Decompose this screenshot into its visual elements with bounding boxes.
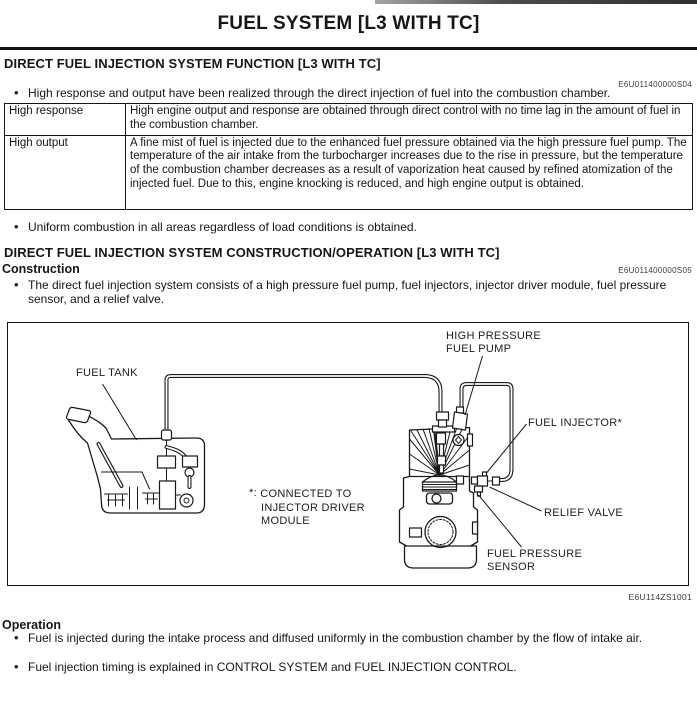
fuel-tank-drawing [65, 406, 206, 514]
operation-subheading: Operation [2, 618, 62, 632]
function-table: High response High engine output and res… [4, 103, 693, 210]
fuel-line-pressure [459, 382, 514, 482]
bullet-icon: • [14, 277, 19, 292]
page-title: FUEL SYSTEM [L3 WITH TC] [217, 13, 480, 34]
block-window [425, 492, 454, 505]
fuel-level-left [104, 493, 128, 507]
scan-artifact-bar [375, 0, 697, 4]
relief-valve-leader [489, 486, 542, 512]
table-cell-description: High engine output and response are obta… [125, 103, 693, 136]
table-row: High response High engine output and res… [4, 103, 693, 136]
leader-lines [102, 355, 542, 548]
fuel-tank-label: FUEL TANK [76, 367, 138, 379]
engine-drawing [398, 406, 501, 569]
function-section-code: E6U011400000S04 [618, 80, 692, 89]
table-cell-term: High response [4, 103, 126, 136]
fuel-level-right [142, 492, 161, 505]
in-tank-unit-left [156, 455, 177, 469]
high-pressure-pump-drawing [451, 406, 469, 447]
relief-valve-drawing [476, 475, 489, 487]
fuel-pressure-sensor-leader [478, 494, 522, 548]
hp-pump-leader [464, 355, 483, 416]
bullet-icon: • [14, 659, 19, 674]
table-cell-description: A fine mist of fuel is injected due to t… [125, 134, 693, 210]
construction-section-heading: DIRECT FUEL INJECTION SYSTEM CONSTRUCTIO… [4, 245, 500, 260]
hp-pump-label: HIGH PRESSURE FUEL PUMP [446, 330, 541, 355]
construction-bullet: • The direct fuel injection system consi… [14, 277, 667, 306]
bullet-icon: • [14, 219, 19, 234]
function-bullet-1: • High response and output have been rea… [14, 85, 611, 100]
fuel-pressure-sensor-label: FUEL PRESSURE SENSOR [487, 548, 583, 573]
fuel-pickup [179, 493, 194, 508]
function-section-heading: DIRECT FUEL INJECTION SYSTEM FUNCTION [L… [4, 56, 381, 71]
head-bracket [466, 433, 474, 447]
bullet-icon: • [14, 630, 19, 645]
in-tank-fuel-pump [158, 480, 177, 510]
filler-cap [65, 406, 92, 424]
operation-bullet-1: • Fuel is injected during the intake pro… [14, 630, 643, 645]
title-rule [0, 47, 697, 50]
in-tank-unit-right [181, 455, 199, 468]
table-row: High output A fine mist of fuel is injec… [4, 134, 693, 210]
relief-valve-label: RELIEF VALVE [544, 507, 623, 519]
construction-subheading: Construction [2, 262, 80, 276]
construction-section-code: E6U011400000S05 [618, 266, 692, 275]
crank-gear [424, 515, 457, 549]
injector-top-fitting [435, 411, 450, 421]
function-bullet-2: • Uniform combustion in all areas regard… [14, 219, 417, 234]
fuel-system-diagram-art [65, 355, 542, 569]
fuel-rail-drawing [455, 471, 501, 497]
bullet-icon: • [14, 85, 19, 100]
table-cell-term: High output [4, 134, 126, 210]
injector-driver-note: *: CONNECTED TO INJECTOR DRIVER MODULE [249, 487, 365, 527]
fuel-pressure-sensor-drawing [473, 485, 484, 493]
fuel-injector-drawing [435, 432, 447, 474]
fuel-injector-label: FUEL INJECTOR* [528, 417, 623, 429]
fuel-injector-leader [486, 423, 527, 474]
fuel-line-supply [164, 374, 443, 441]
oil-pan [403, 545, 478, 569]
figure-code: E6U114ZS1001 [628, 592, 692, 602]
supply-line-fitting [160, 429, 173, 441]
operation-bullet-2: • Fuel injection timing is explained in … [14, 659, 517, 674]
fuel-tank-leader [102, 383, 137, 441]
fuel-system-diagram: FUEL TANK HIGH PRESSURE FUEL PUMP FUEL I… [7, 322, 689, 586]
